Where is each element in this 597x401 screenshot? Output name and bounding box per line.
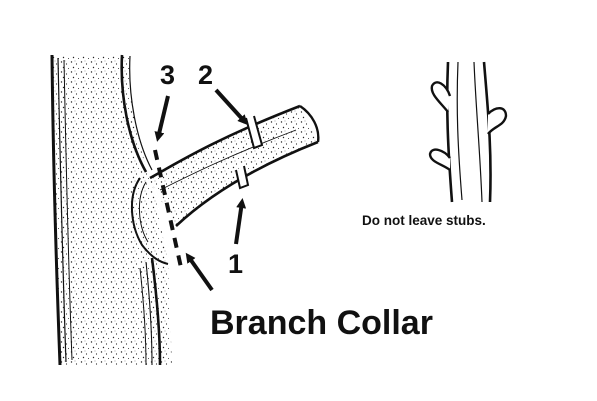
- cut-3-line: [153, 149, 184, 273]
- stubs-illustration: Do not leave stubs.: [362, 61, 508, 228]
- stub-note: Do not leave stubs.: [362, 213, 486, 228]
- trunk-illustration: 3 2 1: [50, 54, 320, 366]
- cut-1-label: 1: [228, 249, 243, 279]
- cut-1-mark: [235, 165, 250, 190]
- cut-2-label: 2: [198, 60, 213, 90]
- diagram-title: Branch Collar: [210, 304, 433, 342]
- cut-3-label: 3: [160, 60, 175, 90]
- stub-bottom-left: [428, 148, 451, 171]
- stub-right: [487, 107, 508, 135]
- arrow-icon: [234, 198, 247, 245]
- arrow-icon: [154, 95, 170, 142]
- cut-2-mark: [245, 115, 264, 150]
- collar-bulge: [130, 177, 169, 265]
- arrow-icon: [214, 88, 248, 125]
- stub-top-left: [430, 81, 452, 113]
- trunk-bark: [52, 55, 172, 365]
- branch: [150, 108, 318, 228]
- arrow-icon: [185, 252, 214, 292]
